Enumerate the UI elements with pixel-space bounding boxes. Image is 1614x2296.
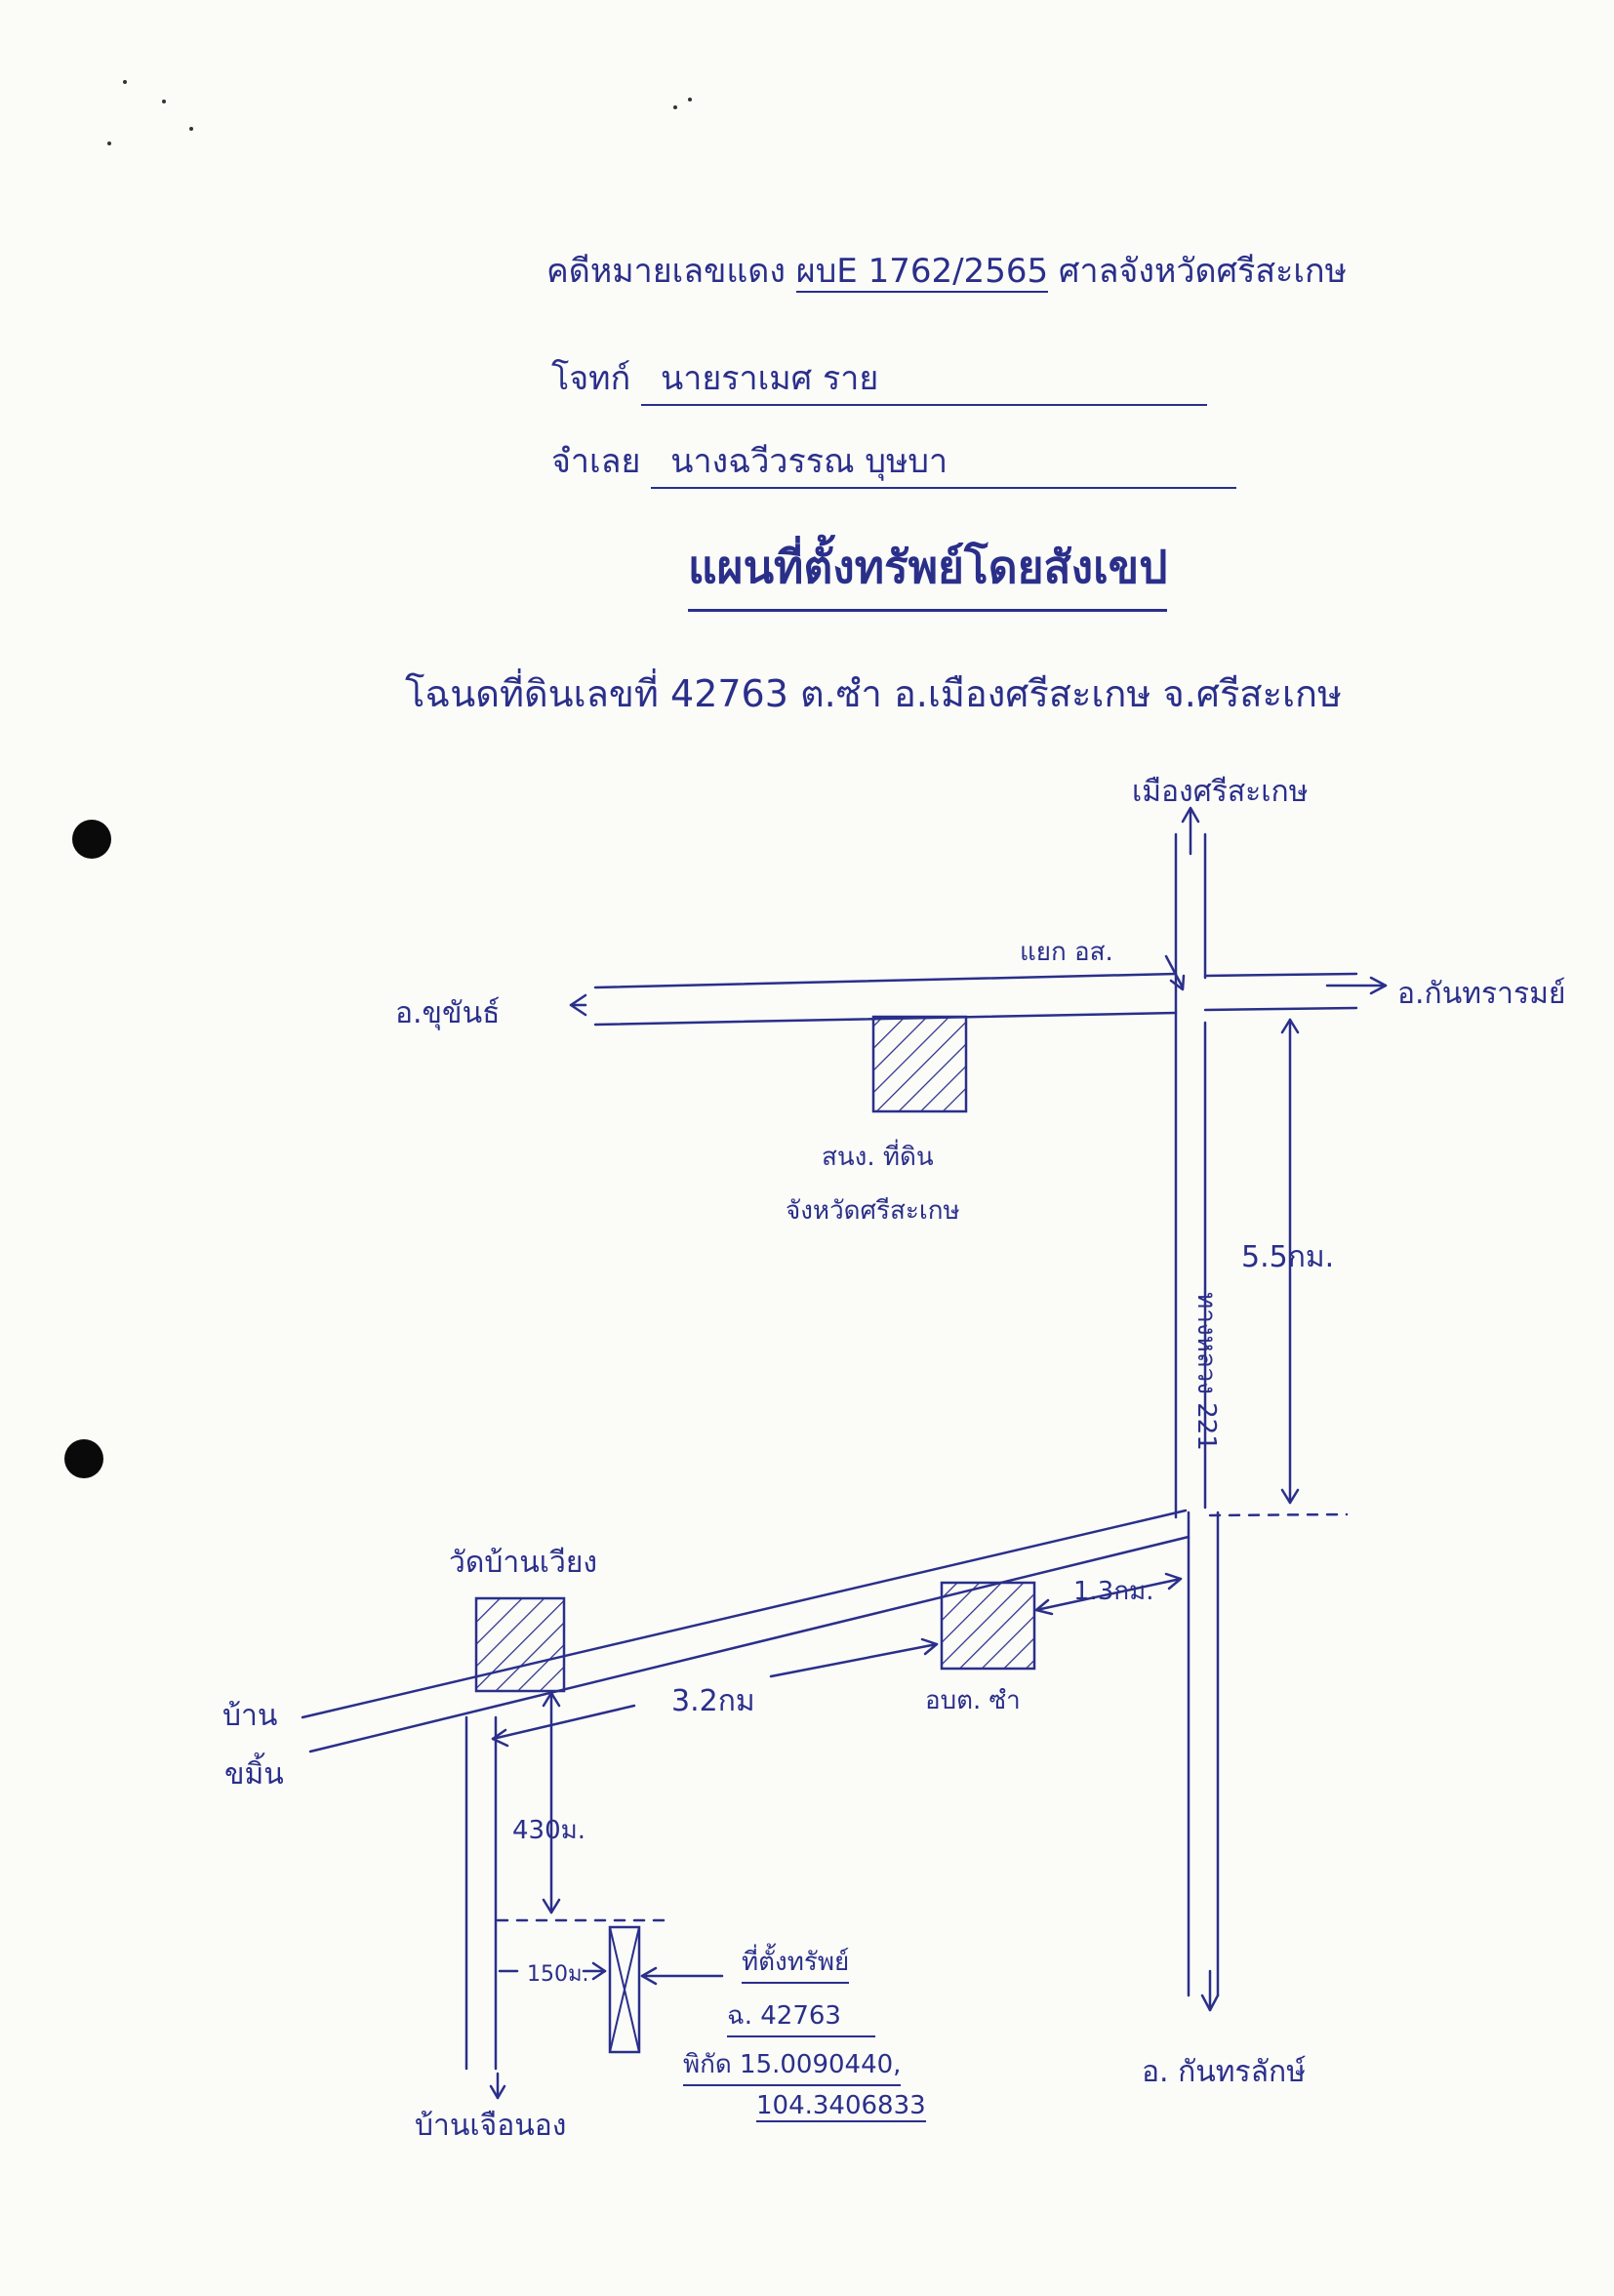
west-destination: อ.ขุขันธ์ — [395, 996, 501, 1030]
diagonal-road-edge-bottom — [308, 1535, 1190, 1753]
highway-label: ทางหลวง 221 — [1190, 1292, 1221, 1451]
intersection-label: แยก อส. — [1020, 938, 1113, 967]
east-destination: อ.กันทรารมย์ — [1397, 977, 1566, 1011]
land-office-label-1: สนง. ที่ดิน — [822, 1143, 934, 1172]
court-name: ศาลจังหวัดศรีสะเกษ — [1058, 252, 1347, 291]
document-title: แผนที่ตั้งทรัพย์โดยสังเขป — [688, 532, 1168, 612]
temple-label: วัดบ้านเวียง — [449, 1546, 598, 1580]
scan-speck — [107, 141, 111, 145]
distance-1-3km: 1.3กม. — [1073, 1577, 1154, 1606]
defendant-label: จำเลย — [551, 442, 641, 481]
defendant-name: นางฉวีวรรณ บุษบา — [651, 434, 1237, 489]
village-west-label-2: ขมิ้น — [224, 1757, 284, 1792]
scan-speck — [189, 127, 193, 131]
village-west-label-1: บ้าน — [222, 1699, 278, 1733]
case-number-line: คดีหมายเลขแดง ผบE 1762/2565 ศาลจังหวัดศร… — [546, 244, 1347, 297]
tao-office-label: อบต. ซำ — [925, 1686, 1021, 1715]
east-road-edge-bottom — [1203, 1006, 1358, 1012]
south-destination: อ. กันทรลักษ์ — [1142, 2055, 1306, 2089]
west-road-edge-top — [593, 972, 1178, 989]
property-coordinates-value: 104.3406833 — [756, 2091, 926, 2122]
temple-block — [474, 1596, 566, 1693]
property-coordinates-label: พิกัด 15.0090440, — [683, 2044, 902, 2086]
property-deed-number: ฉ. 42763 — [727, 1995, 875, 2037]
plaintiff-name: นายราเมศ ราย — [641, 351, 1207, 406]
distance-3-2km: 3.2กม — [671, 1684, 755, 1718]
distance-430m: 430ม. — [512, 1816, 586, 1845]
scan-speck — [673, 105, 677, 109]
punch-hole-top — [72, 820, 111, 859]
defendant-line: จำเลย นางฉวีวรรณ บุษบา — [551, 434, 1237, 489]
property-location-label: ที่ตั้งทรัพย์ — [742, 1942, 850, 1984]
land-office-label-2: จังหวัดศรีสะเกษ — [786, 1196, 960, 1226]
punch-hole-bottom — [64, 1439, 103, 1478]
distance-5-5km: 5.5กม. — [1241, 1240, 1335, 1274]
diagonal-road-edge-top — [301, 1509, 1188, 1719]
plaintiff-line: โจทก์ นายราเมศ ราย — [551, 351, 1207, 406]
north-destination: เมืองศรีสะเกษ — [1132, 775, 1309, 809]
east-road-edge-top — [1203, 972, 1358, 978]
tao-office-block — [940, 1581, 1036, 1671]
distance-150m: 150ม. — [527, 1962, 589, 1987]
property-parcel — [608, 1925, 641, 2054]
case-number: ผบE 1762/2565 — [795, 252, 1049, 293]
case-label: คดีหมายเลขแดง — [546, 252, 786, 291]
scan-speck — [123, 80, 127, 84]
land-office-block — [871, 1015, 968, 1113]
scan-speck — [162, 100, 166, 103]
plaintiff-label: โจทก์ — [551, 359, 631, 398]
village-south-label: บ้านเจือนอง — [415, 2109, 567, 2143]
scan-speck — [688, 98, 692, 101]
deed-line: โฉนดที่ดินเลขที่ 42763 ต.ซำ อ.เมืองศรีสะ… — [405, 672, 1343, 715]
